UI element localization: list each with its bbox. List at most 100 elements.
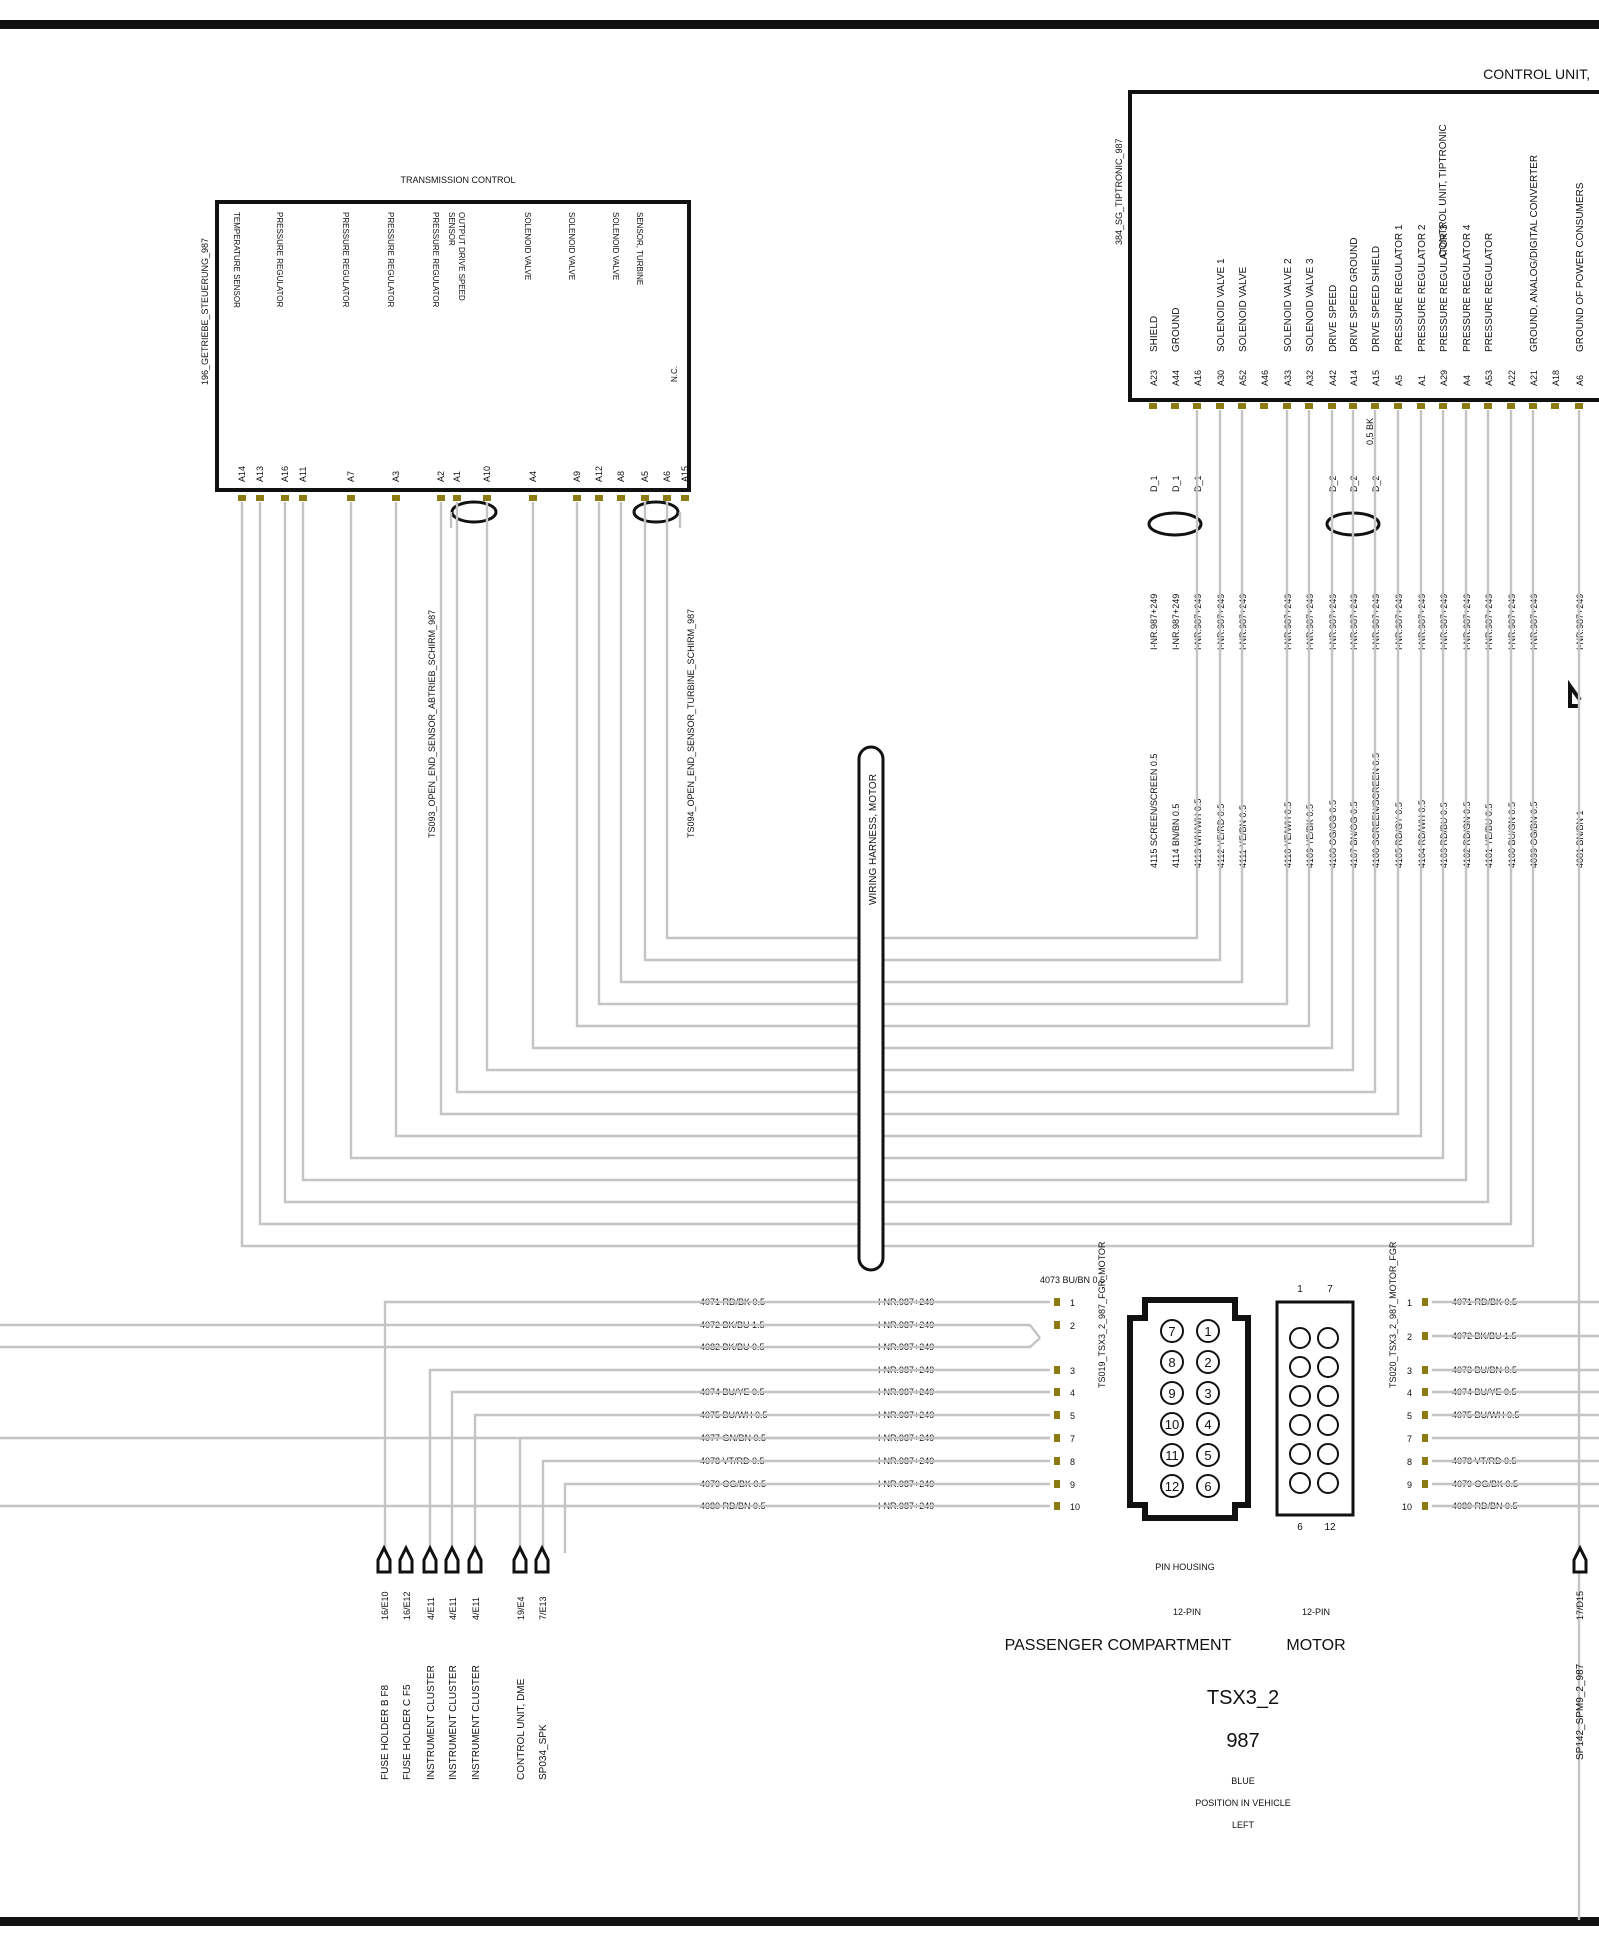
reference-code: 7/E13 [538, 1596, 548, 1620]
control-unit-pin-label: A16 [1193, 370, 1203, 386]
pin-count-left: 12-PIN [1173, 1607, 1201, 1617]
shield-note: 0,5 BK [1365, 418, 1375, 445]
motor-pin-circle [1289, 1327, 1311, 1349]
housing-pin-number: 1 [1204, 1324, 1211, 1339]
tcu-pin-label: A10 [482, 466, 492, 482]
harness-wire [258, 410, 1513, 1226]
reference-code: 4/E11 [471, 1597, 481, 1620]
housing-pin-circle [1160, 1381, 1184, 1405]
control-unit-pin-label: A46 [1260, 370, 1270, 386]
housing-pin-number: 12 [1165, 1479, 1179, 1494]
tcu-function-label: SENSOR [447, 212, 456, 246]
control-unit-function-label: SOLENOID VALVE 3 [1305, 258, 1316, 352]
tcu-pin-label: A3 [391, 471, 401, 482]
control-unit-function-label: GROUND, ANALOG/DIGITAL CONVERTER [1529, 155, 1540, 352]
control-unit-function-label: CONTROL UNIT, TIPTRONIC [1438, 124, 1449, 257]
harness-code-label: I-NR.987+249 [1171, 594, 1181, 650]
shield-turbine-ellipse [632, 500, 680, 524]
motor-pin-circle [1289, 1443, 1311, 1465]
control-unit-box [1128, 90, 1599, 402]
splice-turbine-shield-label: TS094_OPEN_END_SENSOR_TURBINE_SCHIRM_987 [686, 609, 696, 838]
right-pin-number: 5 [1407, 1411, 1412, 1421]
housing-pin-circle [1160, 1412, 1184, 1436]
tcu-function-label: SOLENOID VALVE [611, 212, 620, 280]
control-unit-pin-label: A30 [1216, 370, 1226, 386]
harness-wire [575, 410, 1311, 1028]
motor-pin-circle [1317, 1356, 1339, 1378]
left-connector-wire [383, 1300, 1050, 1553]
top-border [0, 20, 1599, 29]
control-unit-terminal [1349, 403, 1357, 409]
tcu-pin-label: A5 [640, 471, 650, 482]
reference-destination: SP142_SPM9_2_987 [1575, 1663, 1586, 1760]
control-unit-function-label: PRESSURE REGULATOR 1 [1394, 224, 1405, 352]
control-unit-pin-label: A5 [1394, 375, 1404, 386]
header-wire-label: 4073 BU/BN 0.5 [1040, 1275, 1105, 1285]
motor-pin-number: 6 [1297, 1522, 1303, 1533]
housing-pin-circle [1160, 1474, 1184, 1498]
left-connector-terminal [1054, 1411, 1060, 1419]
control-unit-terminal [1328, 403, 1336, 409]
control-unit-terminal [1216, 403, 1224, 409]
motor-pin-number: 1 [1297, 1284, 1303, 1295]
control-unit-terminal [1484, 403, 1492, 409]
control-unit-pin-label: A15 [1371, 370, 1381, 386]
reference-destination: INSTRUMENT CLUSTER [426, 1665, 437, 1780]
left-connector-terminal [1054, 1480, 1060, 1488]
right-pin-number: 8 [1407, 1457, 1412, 1467]
housing-pin-circle [1196, 1350, 1220, 1374]
housing-pin-circle [1196, 1474, 1220, 1498]
control-unit-pin-label: A22 [1507, 370, 1517, 386]
tcu-terminal [347, 495, 355, 501]
tcu-terminal [617, 495, 625, 501]
left-connector-wire [563, 1482, 1050, 1553]
control-unit-title: CONTROL UNIT, [1483, 66, 1590, 82]
reference-arrow [534, 1544, 550, 1574]
harness-wire [455, 410, 1377, 1094]
control-unit-terminal [1171, 403, 1179, 409]
tcu-pin-label: A14 [237, 466, 247, 482]
control-unit-pin-label: A44 [1171, 370, 1181, 386]
left-connector-wire [428, 1368, 1050, 1553]
control-unit-pin-label: A52 [1238, 370, 1248, 386]
right-pin-number: 3 [1407, 1366, 1412, 1376]
motor-pin-circle [1317, 1472, 1339, 1494]
position-value: LEFT [1232, 1820, 1255, 1830]
transmission-connector-name: 196_GETRIEBE_STEUERUNG_987 [200, 238, 210, 385]
control-unit-terminal [1371, 403, 1379, 409]
wire-color-label: 4115 SCREEN/SCREEN 0.5 [1149, 754, 1159, 868]
tcu-function-label: SOLENOID VALVE [567, 212, 576, 280]
right-pin-number: 4 [1407, 1388, 1412, 1398]
reference-code: 16/E12 [402, 1591, 412, 1620]
position-label: POSITION IN VEHICLE [1195, 1798, 1291, 1808]
motor-pin-circle [1317, 1414, 1339, 1436]
left-pin-number: 10 [1070, 1502, 1080, 1512]
reference-destination: FUSE HOLDER B F8 [380, 1685, 391, 1780]
tcu-pin-label: A2 [436, 471, 446, 482]
motor-pin-circle [1289, 1414, 1311, 1436]
reference-arrow [376, 1544, 392, 1574]
right-pin-number: 2 [1407, 1332, 1412, 1342]
tcu-pin-label: A6 [662, 471, 672, 482]
wire-color-label: 4114 BN/BN 0.5 [1171, 804, 1181, 868]
control-unit-function-label: DRIVE SPEED [1328, 285, 1339, 352]
reference-code: 4/E11 [448, 1597, 458, 1620]
motor-connector-body [1275, 1300, 1355, 1517]
tcu-function-label: TEMPERATURE SENSOR [232, 212, 241, 308]
motor-pin-circle [1317, 1327, 1339, 1349]
housing-pin-circle [1196, 1443, 1220, 1467]
left-pin-number: 9 [1070, 1480, 1075, 1490]
right-connector-terminal [1422, 1457, 1428, 1465]
control-unit-terminal [1462, 403, 1470, 409]
motor-pin-circle [1289, 1356, 1311, 1378]
connector-color: BLUE [1231, 1776, 1255, 1786]
reference-code: 17/D15 [1575, 1591, 1585, 1620]
right-connector-terminal [1422, 1388, 1428, 1396]
harness-wire [439, 410, 1400, 1116]
side-left-label: PASSENGER COMPARTMENT [1005, 1637, 1232, 1654]
bottom-border [0, 1917, 1599, 1926]
harness-wire [283, 410, 1490, 1204]
left-connector-wire [0, 1337, 1041, 1349]
control-unit-function-label: GROUND [1171, 308, 1182, 352]
